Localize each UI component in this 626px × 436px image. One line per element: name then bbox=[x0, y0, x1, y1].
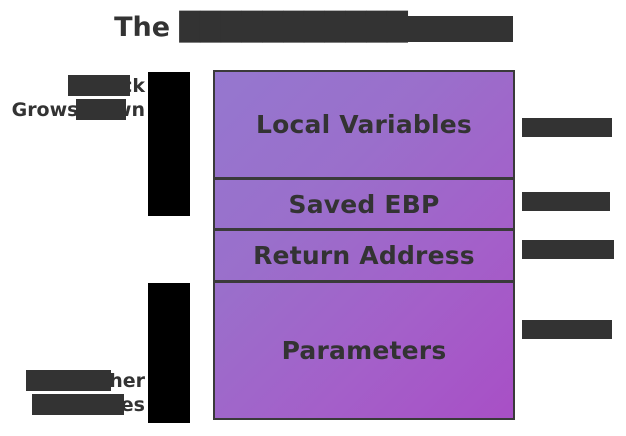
stack-row-label: Local Variables bbox=[256, 110, 472, 139]
higher-addresses-redaction-2 bbox=[32, 394, 124, 415]
stack-row-local-variables: Local Variables bbox=[215, 72, 513, 177]
stack-direction-arrow-bottom-icon bbox=[148, 283, 190, 423]
stack-grows-down-redaction-1 bbox=[68, 75, 130, 96]
stack-row-label: Parameters bbox=[281, 336, 447, 365]
stack-row-label: Return Address bbox=[253, 241, 475, 270]
annotation-saved-ebp bbox=[522, 192, 610, 211]
annotation-parameters bbox=[522, 320, 612, 339]
stack-direction-arrow-top-icon bbox=[148, 72, 190, 216]
annotation-local-variables bbox=[522, 118, 612, 137]
page-title-redaction bbox=[225, 16, 513, 42]
stack-grows-down-redaction-2 bbox=[76, 99, 126, 120]
stack-row-saved-ebp: Saved EBP bbox=[215, 177, 513, 228]
stack-frame-box: Local Variables Saved EBP Return Address… bbox=[213, 70, 515, 420]
stack-row-label: Saved EBP bbox=[288, 189, 440, 219]
stack-row-return-address: Return Address bbox=[215, 228, 513, 280]
stack-row-parameters: Parameters bbox=[215, 280, 513, 418]
annotation-return-address bbox=[522, 240, 614, 259]
higher-addresses-redaction-1 bbox=[26, 370, 111, 391]
